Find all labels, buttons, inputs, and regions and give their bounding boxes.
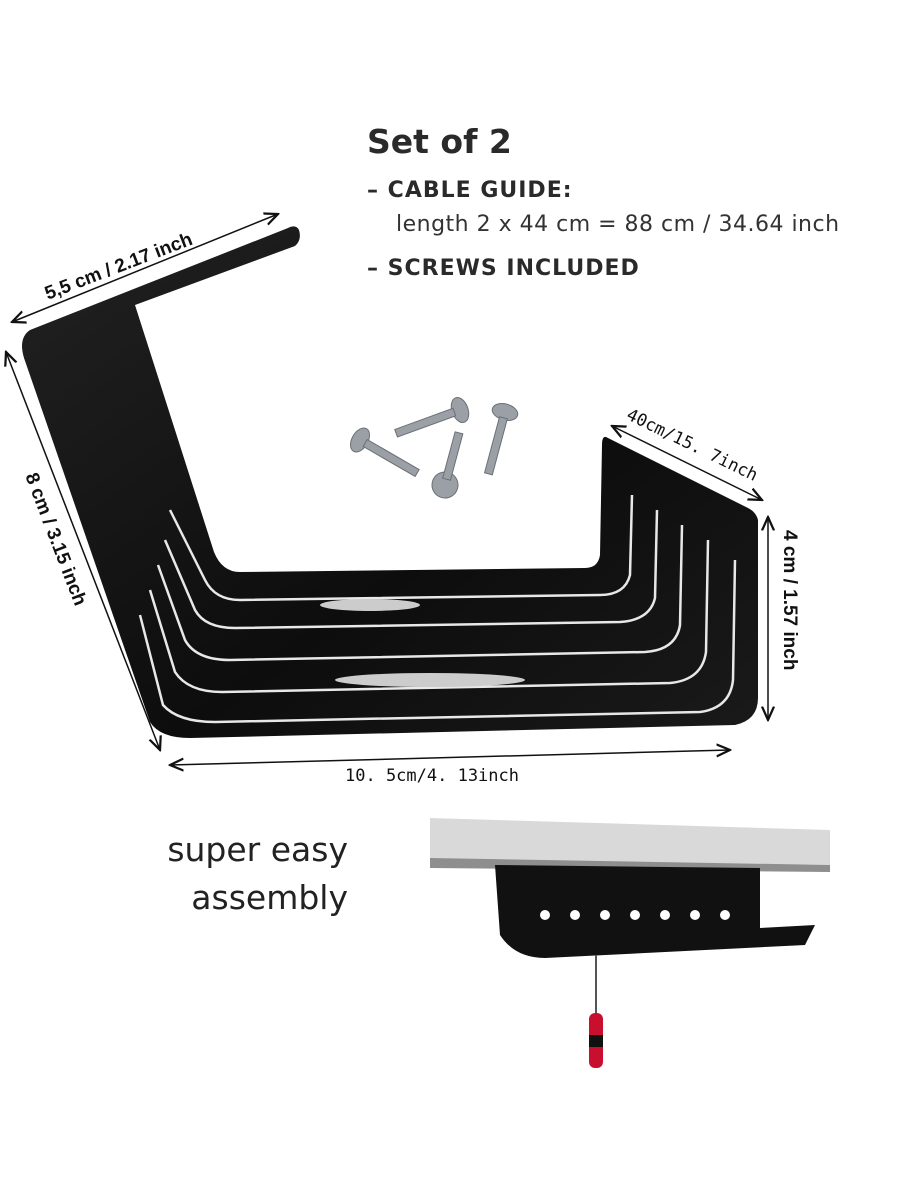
title-set-of-2: Set of 2 bbox=[367, 122, 512, 161]
bullet-screws: – SCREWS INCLUDED bbox=[367, 256, 640, 281]
screws bbox=[350, 396, 519, 499]
dim-bottom-length: 10. 5cm/4. 13inch bbox=[345, 766, 519, 786]
bullet-dash: – bbox=[367, 178, 379, 203]
assembly-line1: super easy bbox=[167, 830, 348, 869]
bullet-label: SCREWS INCLUDED bbox=[387, 256, 640, 281]
desk-assembly-illustration bbox=[430, 818, 830, 1068]
bullet-label: CABLE GUIDE: bbox=[387, 178, 573, 203]
bullet-dash: – bbox=[367, 256, 379, 281]
assembly-line2: assembly bbox=[191, 878, 348, 917]
bullet-cable-guide: – CABLE GUIDE: bbox=[367, 178, 573, 203]
dim-right-height: 4 cm / 1.57 inch bbox=[779, 530, 800, 671]
length-text: length 2 x 44 cm = 88 cm / 34.64 inch bbox=[396, 212, 840, 237]
assembly-text: super easy assembly bbox=[166, 826, 348, 922]
dimension-arrows bbox=[6, 214, 768, 765]
cable-bracket bbox=[22, 226, 758, 738]
